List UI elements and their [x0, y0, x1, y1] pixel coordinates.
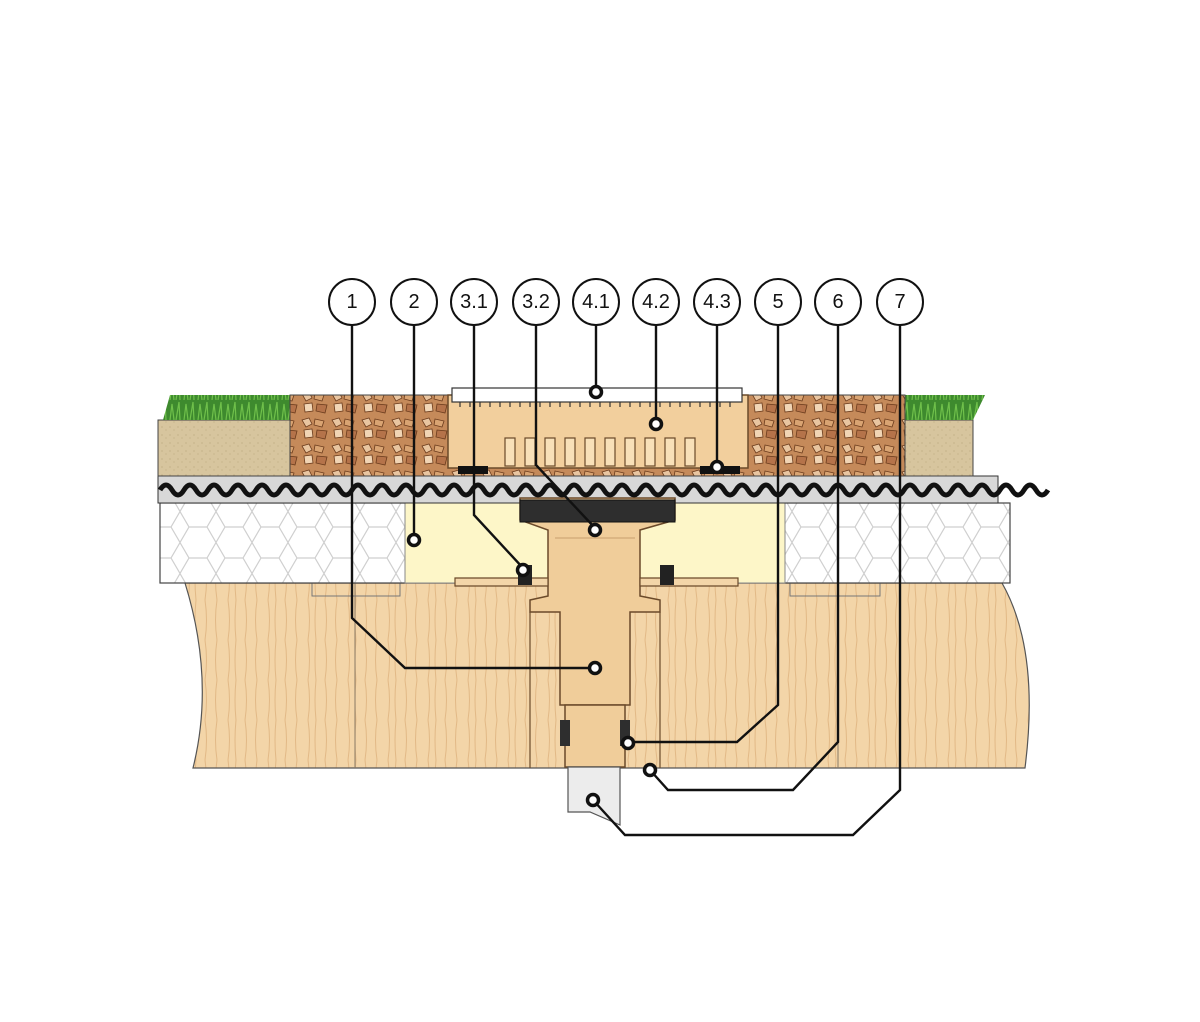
- callout-3-2: 3.2: [512, 278, 560, 326]
- callout-2: 2: [390, 278, 438, 326]
- grating-teeth: [459, 402, 731, 407]
- target-dot-4-1: [588, 384, 604, 400]
- target-dot-5: [620, 735, 636, 751]
- target-dot-7: [585, 792, 601, 808]
- callout-label-4-2: 4.2: [642, 291, 670, 313]
- callout-label-3-1: 3.1: [460, 291, 488, 313]
- target-dot-3-2: [587, 522, 603, 538]
- substrate-right: [904, 419, 974, 477]
- outlet-seal-right: [620, 720, 630, 746]
- target-dot-4-3: [709, 459, 725, 475]
- callout-label-4-3: 4.3: [703, 291, 731, 313]
- callout-4-2: 4.2: [632, 278, 680, 326]
- target-dot-4-2: [648, 416, 664, 432]
- callout-label-2: 2: [408, 291, 419, 313]
- substrate-left: [157, 419, 291, 477]
- callout-label-3-2: 3.2: [522, 291, 550, 313]
- deck-batten: [311, 583, 881, 597]
- target-dot-1: [587, 660, 603, 676]
- seal-ring-right: [660, 565, 674, 585]
- inspection-chamber: [447, 394, 749, 469]
- callout-5: 5: [754, 278, 802, 326]
- drain-outlet: [564, 704, 626, 768]
- target-dot-2: [406, 532, 422, 548]
- grass-right: [905, 395, 985, 420]
- callout-4-3: 4.3: [693, 278, 741, 326]
- callout-3-1: 3.1: [450, 278, 498, 326]
- grass-left: [163, 395, 290, 420]
- callout-1: 1: [328, 278, 376, 326]
- callout-label-4-1: 4.1: [582, 291, 610, 313]
- outlet-seal-left: [560, 720, 570, 746]
- drain-clamping-ring: [519, 499, 676, 523]
- callout-label-5: 5: [772, 291, 783, 313]
- callout-label-6: 6: [832, 291, 843, 313]
- inspection-chamber-slots: [504, 437, 696, 467]
- target-dot-6: [642, 762, 658, 778]
- target-dot-3-1: [515, 562, 531, 578]
- callout-4-1: 4.1: [572, 278, 620, 326]
- callout-label-1: 1: [346, 291, 357, 313]
- callout-6: 6: [814, 278, 862, 326]
- callout-label-7: 7: [894, 291, 905, 313]
- callout-7: 7: [876, 278, 924, 326]
- leader-lines: [350, 325, 902, 837]
- callout-target-dots: [406, 384, 725, 808]
- drain-body: [519, 497, 676, 706]
